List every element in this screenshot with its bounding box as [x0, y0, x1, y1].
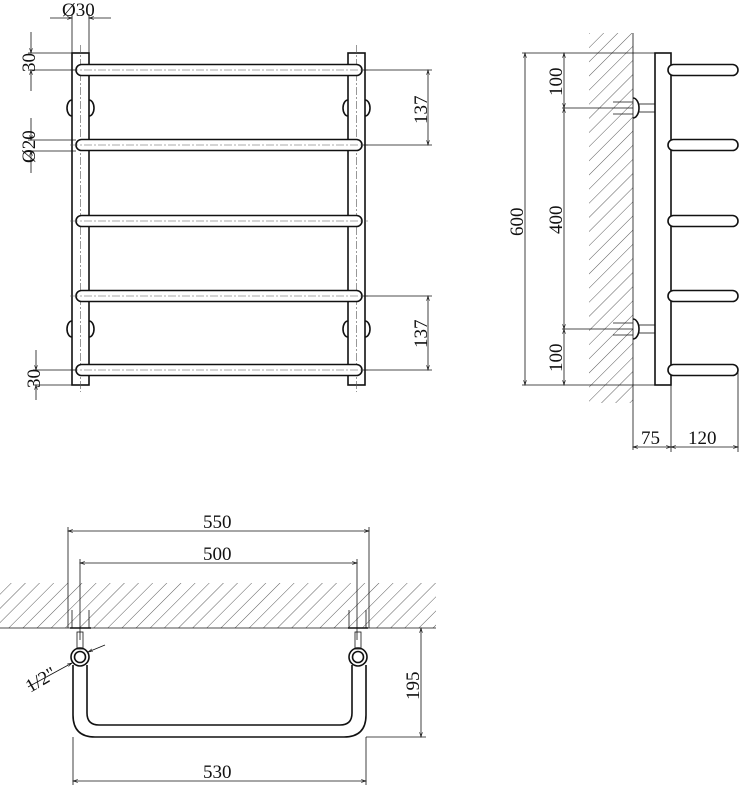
dim-bar-depth: 120	[688, 428, 717, 449]
u-pipe-inner	[86, 665, 353, 726]
towel-bar-side	[667, 214, 739, 228]
towel-bar-side	[667, 363, 739, 377]
wall-section	[589, 33, 633, 403]
wall-section-top	[0, 583, 436, 628]
dim-bar-diameter: Ø20	[19, 130, 40, 163]
dim-top-offset: 30	[19, 53, 40, 72]
connection-right	[348, 647, 368, 667]
u-pipe-outer	[72, 665, 367, 738]
dim-connection-size: 1/2"	[22, 663, 60, 697]
dim-post-diameter: Ø30	[62, 0, 95, 21]
towel-bar-side	[667, 138, 739, 152]
front-view: Ø30 30 Ø20 137 137 30	[19, 0, 432, 400]
towel-bar-side	[667, 289, 739, 303]
dim-outer-width: 530	[203, 762, 232, 783]
dim-total-height: 600	[507, 208, 528, 237]
dim-wall-offset: 75	[641, 428, 660, 449]
dim-mount-to-bottom: 100	[546, 344, 567, 373]
dim-bottom-offset: 30	[24, 369, 45, 388]
dim-top-to-mount: 100	[546, 68, 567, 97]
towel-bar-side	[667, 63, 739, 77]
dim-upper-spacing: 137	[411, 96, 432, 125]
side-view: 600 100 400 100 75 120	[507, 33, 739, 452]
top-view: 550 500 1/2" 195 530	[0, 512, 436, 785]
dim-depth: 195	[403, 672, 424, 701]
dim-overall-width: 550	[203, 512, 232, 533]
wall-mounts	[613, 97, 656, 340]
dim-mount-spacing: 400	[546, 206, 567, 235]
connection-left	[70, 647, 90, 667]
dim-lower-spacing: 137	[411, 320, 432, 349]
wall-brackets	[66, 99, 371, 338]
dim-center-distance: 500	[203, 544, 232, 565]
